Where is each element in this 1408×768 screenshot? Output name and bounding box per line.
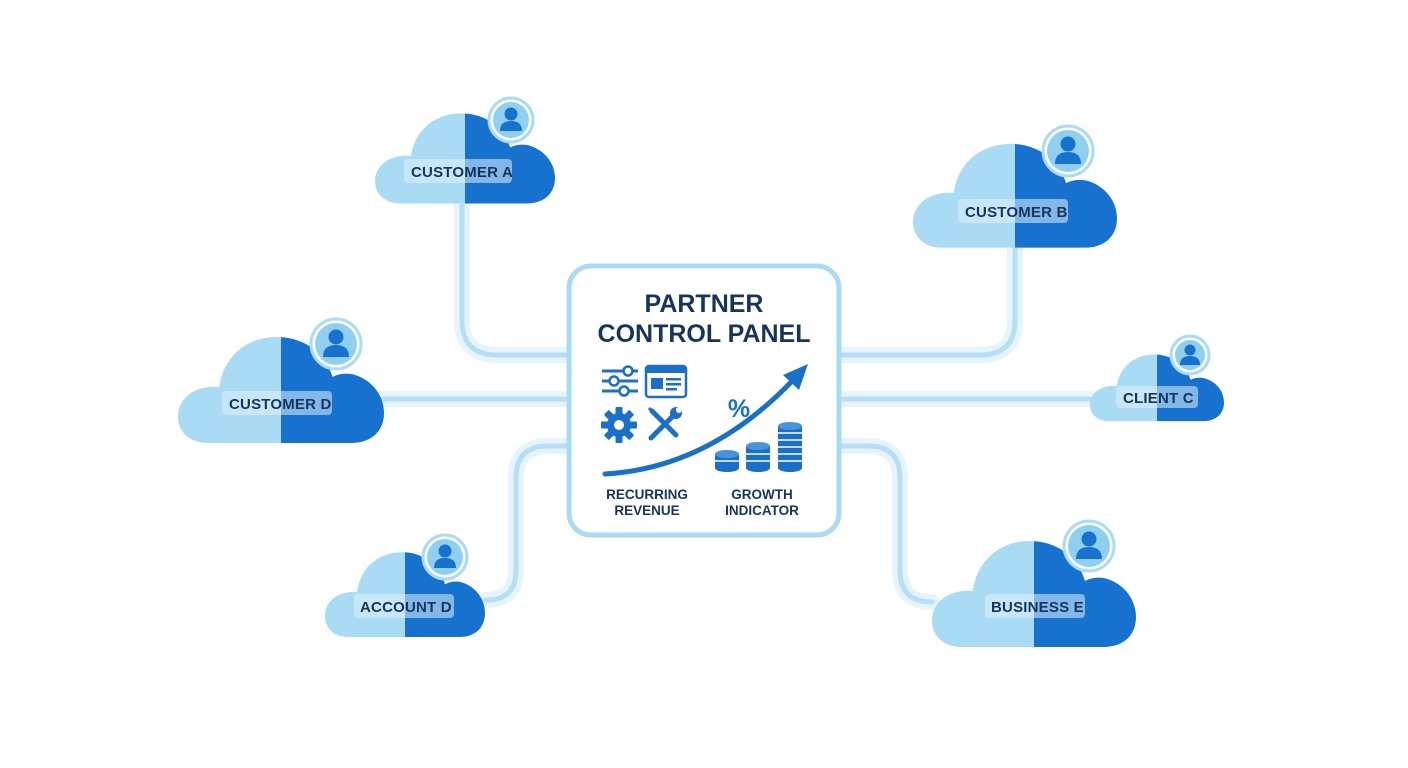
user-avatar-icon xyxy=(421,533,469,581)
user-avatar-icon xyxy=(487,96,535,144)
wrench-screwdriver-icon xyxy=(647,406,682,441)
recurring-revenue-label-line2: REVENUE xyxy=(614,503,679,518)
user-avatar-icon xyxy=(1041,124,1095,178)
panel-title-line1: PARTNER xyxy=(645,290,764,318)
connector-customer-a-line xyxy=(459,197,573,358)
growth-arrow-icon xyxy=(602,364,808,477)
cloud-label-bg xyxy=(958,199,1068,223)
cloud-label-bg xyxy=(222,391,332,415)
cloud-label-business-e: BUSINESS E xyxy=(991,599,1084,616)
cloud-label-customer-a: CUSTOMER A xyxy=(411,164,513,181)
percent-symbol: % xyxy=(728,395,750,423)
sliders-icon xyxy=(602,365,638,397)
cloud-label-bg xyxy=(404,159,512,183)
connector-account-d-glow xyxy=(478,438,578,608)
user-avatar-icon xyxy=(309,317,363,371)
coin-stack-icon xyxy=(715,422,802,472)
user-avatar-icon xyxy=(1062,519,1116,573)
growth-indicator-label-line1: GROWTH xyxy=(731,487,793,502)
cloud-label-bg xyxy=(985,594,1085,618)
cloud-label-client-c: CLIENT C xyxy=(1123,390,1194,407)
cloud-label-bg xyxy=(354,594,454,618)
connector-business-e xyxy=(837,443,935,605)
connector-business-e-glow xyxy=(832,438,940,610)
cloud-label-account-d: ACCOUNT D xyxy=(360,599,452,616)
growth-indicator-label-line2: INDICATOR xyxy=(725,503,799,518)
connectors xyxy=(374,192,1100,610)
recurring-revenue-label-line1: RECURRING xyxy=(606,487,688,502)
partner-control-panel[interactable]: PARTNER CONTROL PANEL xyxy=(566,263,842,538)
connector-account-d xyxy=(483,443,573,603)
cloud-label-customer-b: CUSTOMER B xyxy=(965,204,1068,221)
browser-window-icon xyxy=(644,364,688,399)
panel-title-line2: CONTROL PANEL xyxy=(598,320,811,348)
user-avatar-icon xyxy=(1169,334,1211,376)
connector-customer-b xyxy=(837,245,1018,358)
cloud-label-customer-d: CUSTOMER D xyxy=(229,396,332,413)
gear-icon xyxy=(601,407,637,443)
cloud-label-bg xyxy=(1116,386,1198,408)
connector-customer-a xyxy=(454,192,578,363)
connector-customer-b-glow xyxy=(832,240,1023,363)
